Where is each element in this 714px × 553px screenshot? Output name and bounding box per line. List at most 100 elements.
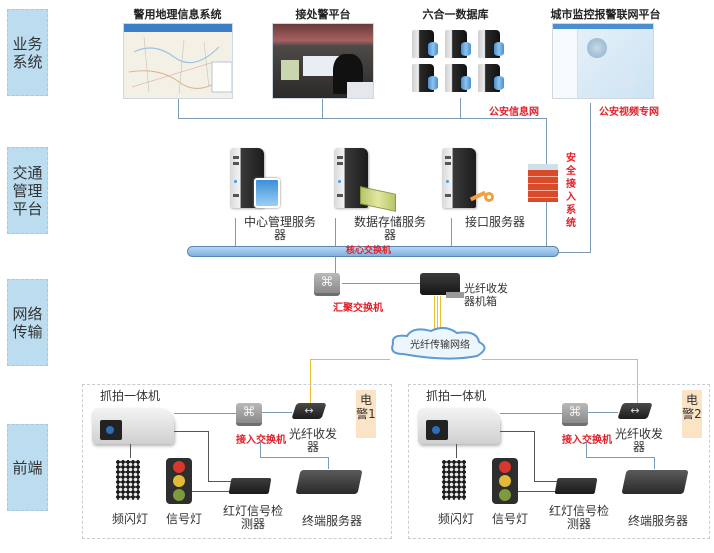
- connector-line: [235, 218, 236, 246]
- fiber-transceiver-label: 光纤收发器: [288, 427, 337, 454]
- red-light: [499, 461, 511, 473]
- group-badge: 电警2: [682, 390, 702, 438]
- connector-line: [460, 98, 461, 118]
- red-light: [173, 461, 185, 473]
- fiber-line: [310, 359, 390, 360]
- signal-light-label: 信号灯: [491, 512, 528, 526]
- frontend-group-2: [408, 384, 710, 539]
- database-icon: [461, 76, 471, 90]
- globe-icon: [587, 38, 607, 58]
- business-title-database: 六合一数据库: [422, 8, 489, 21]
- gis-header-bar: [124, 24, 232, 32]
- control-room-photo: [272, 23, 374, 99]
- connector-line: [328, 457, 329, 469]
- red-light-detector-icon: [554, 478, 598, 494]
- access-switch-label: 接入交换机: [236, 435, 286, 446]
- strobe-light-label: 频闪灯: [437, 512, 474, 526]
- cable-line: [208, 481, 233, 482]
- yellow-light: [173, 475, 185, 487]
- database-icon: [494, 42, 504, 56]
- layer-label-text: 交通管理平台: [12, 163, 43, 218]
- database-icon: [428, 42, 438, 56]
- camera-lens-glass: [106, 426, 114, 434]
- signal-light-label: 信号灯: [165, 512, 202, 526]
- connector-line: [260, 457, 328, 458]
- access-switch-icon: [562, 403, 588, 423]
- platform-header-bar: [553, 24, 653, 29]
- database-icon: [428, 76, 438, 90]
- strobe-light-icon: [442, 460, 466, 500]
- green-light: [173, 489, 185, 501]
- red-light-detector-label: 红灯信号检测器: [548, 504, 609, 531]
- core-switch-label: 核心交换机: [346, 246, 392, 256]
- police-info-network-line: [178, 118, 546, 119]
- traffic-light-icon: [166, 458, 192, 504]
- fiber-line: [440, 296, 441, 330]
- police-info-network-label: 公安信息网: [489, 107, 539, 118]
- connector-line: [586, 457, 654, 458]
- business-title-monitor-platform: 城市监控报警联网平台: [550, 8, 661, 21]
- terminal-server-icon: [295, 470, 363, 494]
- frontend-group-1: [82, 384, 392, 539]
- fiber-chassis-tray: [446, 292, 464, 298]
- fiber-line: [437, 296, 438, 330]
- connector-line: [178, 99, 179, 118]
- led-indicator: [234, 180, 237, 183]
- connector-line: [654, 457, 655, 469]
- cable-line: [192, 491, 232, 492]
- security-access-system-label: 安全接入系统: [566, 153, 576, 229]
- map-icon: [128, 36, 232, 95]
- yellow-light: [499, 475, 511, 487]
- interface-server-label: 接口服务器: [464, 215, 525, 229]
- firewall-icon: [528, 164, 558, 202]
- central-management-server-label: 中心管理服务器: [243, 215, 316, 242]
- layer-label-business: 业务系统: [7, 9, 48, 96]
- connector-line: [546, 118, 547, 178]
- database-icon: [461, 42, 471, 56]
- platform-node: [613, 74, 635, 88]
- connector-line: [546, 202, 547, 246]
- connector-line: [262, 412, 292, 413]
- monitor-screen: [281, 60, 299, 80]
- aggregation-switch-icon: [314, 273, 340, 293]
- camera-lens-glass: [432, 426, 440, 434]
- camera-icon: [92, 408, 174, 444]
- fiber-transceiver-label: 光纤收发器: [614, 427, 663, 454]
- connector-line: [342, 283, 420, 284]
- layer-label-text: 前端: [12, 458, 43, 477]
- connector-line: [557, 252, 591, 253]
- terminal-server-label: 终端服务器: [301, 514, 362, 528]
- connector-line: [174, 413, 236, 414]
- connector-line: [335, 218, 336, 246]
- database-icon: [494, 76, 504, 90]
- cable-line: [130, 444, 131, 458]
- cable-line: [518, 491, 558, 492]
- cable-line: [174, 431, 208, 432]
- monitor-icon: [254, 178, 280, 208]
- camera-icon: [418, 408, 500, 444]
- cable-line: [456, 444, 457, 458]
- police-video-network-label: 公安视频专网: [599, 107, 659, 118]
- cable-line: [534, 431, 535, 481]
- core-switch-bar: [187, 246, 559, 257]
- fiber-chassis-label: 光纤收发器机箱: [464, 282, 508, 308]
- layer-label-network: 网络传输: [7, 279, 48, 366]
- terminal-server-label: 终端服务器: [627, 514, 688, 528]
- business-title-dispatch: 接处警平台: [295, 8, 351, 21]
- layer-label-text: 网络传输: [12, 304, 43, 341]
- fiber-line: [637, 359, 638, 404]
- connector-line: [451, 218, 452, 246]
- connector-line: [260, 441, 261, 457]
- strobe-light-label: 频闪灯: [111, 512, 148, 526]
- led-indicator: [338, 180, 341, 183]
- fiber-line: [482, 359, 638, 360]
- platform-screenshot: [552, 23, 654, 99]
- database-servers: [410, 22, 510, 98]
- group-badge: 电警1: [356, 390, 376, 438]
- layer-label-frontend: 前端: [7, 424, 48, 511]
- camera-label: 抓拍一体机: [426, 389, 487, 403]
- fiber-transceiver-icon: [291, 403, 327, 419]
- connector-line: [322, 99, 323, 118]
- layer-label-traffic: 交通管理平台: [7, 147, 48, 234]
- green-light: [499, 489, 511, 501]
